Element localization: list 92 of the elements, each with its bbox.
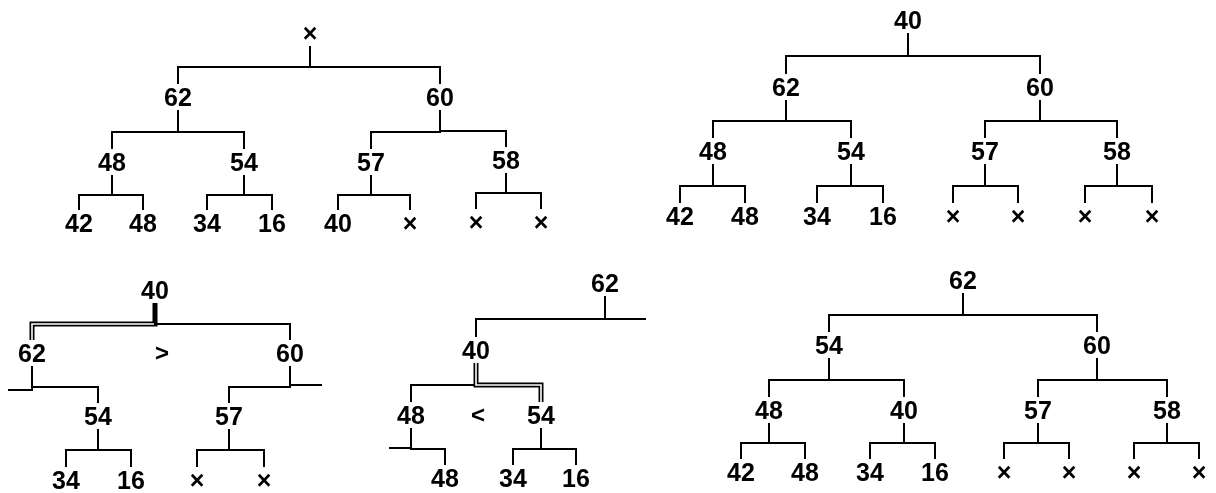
node-value: 34	[193, 210, 221, 236]
node-value: 62	[591, 270, 619, 296]
node-value: 34	[803, 203, 831, 229]
connector	[1096, 357, 1168, 398]
node-value: 60	[276, 340, 304, 366]
connector	[903, 422, 936, 460]
connector	[228, 428, 265, 468]
node-value: 54	[527, 402, 555, 428]
node-value: ×	[1077, 203, 1093, 229]
connector	[154, 302, 291, 341]
node-value: 62	[164, 84, 192, 110]
connector	[712, 163, 746, 204]
node-value: 16	[869, 203, 897, 229]
node-value: 34	[52, 467, 80, 493]
node-value: ×	[1191, 459, 1207, 485]
node-value: ×	[1144, 203, 1160, 229]
connector	[1037, 422, 1070, 460]
node-value: 48	[791, 459, 819, 485]
node-value: 62	[18, 340, 46, 366]
node-value: ×	[402, 210, 418, 236]
node-value: 34	[856, 459, 884, 485]
connector	[97, 428, 132, 468]
node-value: ×	[189, 467, 205, 493]
connector	[309, 45, 441, 85]
node-value: 42	[666, 203, 694, 229]
connector	[177, 109, 245, 150]
node-value: 48	[431, 465, 459, 491]
connector	[540, 427, 577, 466]
node-value: 58	[1103, 138, 1131, 164]
comparison-sign: >	[155, 341, 169, 365]
node-value: 48	[731, 203, 759, 229]
node-value: 57	[357, 149, 385, 175]
node-value: 54	[815, 332, 843, 358]
node-value: 57	[215, 403, 243, 429]
double-connector	[473, 362, 544, 403]
connector	[984, 163, 1019, 204]
node-value: 48	[129, 210, 157, 236]
connector	[962, 292, 1098, 333]
node-value: 48	[98, 149, 126, 175]
node-value: 48	[755, 397, 783, 423]
node-value: 48	[699, 138, 727, 164]
connector	[850, 163, 884, 204]
node-value: 62	[772, 74, 800, 100]
node-value: 60	[426, 84, 454, 110]
comparison-sign: <	[471, 403, 485, 427]
node-value: 40	[141, 277, 169, 303]
node-value: ×	[533, 209, 549, 235]
node-value: 48	[397, 402, 425, 428]
node-value: 40	[894, 7, 922, 33]
node-value: ×	[256, 467, 272, 493]
node-value: ×	[1010, 203, 1026, 229]
node-value: 57	[1024, 397, 1052, 423]
connector	[828, 357, 905, 398]
node-value: 60	[1026, 74, 1054, 100]
node-value: 16	[562, 465, 590, 491]
node-value: 16	[258, 210, 286, 236]
node-value: 58	[1153, 397, 1181, 423]
connector	[1166, 422, 1200, 460]
connector	[1039, 99, 1118, 139]
node-value: 54	[230, 149, 258, 175]
node-value: 34	[499, 465, 527, 491]
node-value: 54	[837, 138, 865, 164]
node-value: ×	[1061, 459, 1077, 485]
connector	[111, 174, 144, 211]
connector	[785, 99, 852, 139]
node-value: 62	[949, 267, 977, 293]
connector	[505, 172, 542, 210]
node-value: ×	[945, 203, 961, 229]
connector	[370, 174, 411, 211]
connector	[410, 427, 446, 466]
double-connector	[29, 302, 158, 341]
connector	[243, 174, 273, 211]
node-value: 16	[921, 459, 949, 485]
node-value: ×	[996, 459, 1012, 485]
connector	[31, 365, 99, 404]
node-value: 60	[1083, 332, 1111, 358]
node-value: ×	[1126, 459, 1142, 485]
connector	[289, 365, 323, 386]
node-value: 58	[492, 147, 520, 173]
node-value: 40	[462, 337, 490, 363]
connector	[439, 109, 507, 148]
node-value: 16	[117, 467, 145, 493]
node-value: 57	[971, 138, 999, 164]
node-value: 54	[84, 403, 112, 429]
node-value: ×	[468, 209, 484, 235]
connector	[768, 422, 806, 460]
node-value: ×	[302, 20, 318, 46]
node-value: 40	[890, 397, 918, 423]
connector	[1116, 163, 1153, 204]
node-value: 42	[727, 459, 755, 485]
node-value: 40	[324, 210, 352, 236]
node-value: 42	[65, 210, 93, 236]
